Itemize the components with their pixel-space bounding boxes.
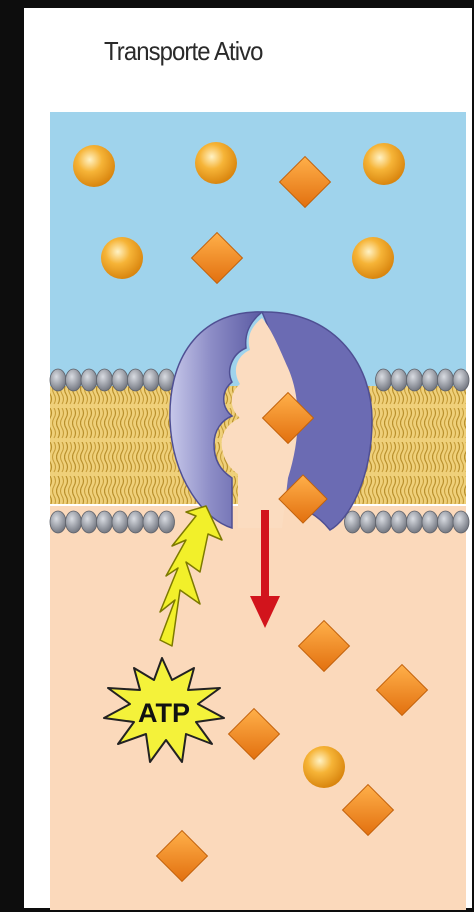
phospholipid-head <box>143 369 159 391</box>
phospholipid-head <box>128 511 144 533</box>
phospholipid-head <box>66 511 82 533</box>
phospholipid-head <box>143 511 159 533</box>
phospholipid-head <box>81 511 97 533</box>
phospholipid-head <box>66 369 82 391</box>
phospholipid-head <box>128 369 144 391</box>
sphere-molecule <box>73 145 115 187</box>
phospholipid-head <box>407 511 423 533</box>
phospholipid-head <box>360 511 376 533</box>
phospholipid-head <box>422 511 438 533</box>
sphere-molecule <box>303 746 345 788</box>
phospholipid-head <box>376 369 392 391</box>
phospholipid-head <box>391 369 407 391</box>
phospholipid-head <box>422 369 438 391</box>
sphere-molecule <box>363 143 405 185</box>
phospholipid-head <box>438 511 454 533</box>
phospholipid-head <box>112 511 128 533</box>
phospholipid-head <box>112 369 128 391</box>
sphere-molecule <box>352 237 394 279</box>
phospholipid-head <box>438 369 454 391</box>
phospholipid-head <box>97 511 113 533</box>
phospholipid-head <box>391 511 407 533</box>
phospholipid-head <box>453 511 469 533</box>
phospholipid-head <box>159 511 175 533</box>
sphere-molecule <box>195 142 237 184</box>
phospholipid-head <box>407 369 423 391</box>
atp-label: ATP <box>138 698 190 728</box>
phospholipid-head <box>50 511 66 533</box>
phospholipid-head <box>97 369 113 391</box>
phospholipid-head <box>453 369 469 391</box>
sphere-molecule <box>101 237 143 279</box>
phospholipid-head <box>50 369 66 391</box>
phospholipid-head <box>376 511 392 533</box>
phospholipid-head <box>81 369 97 391</box>
